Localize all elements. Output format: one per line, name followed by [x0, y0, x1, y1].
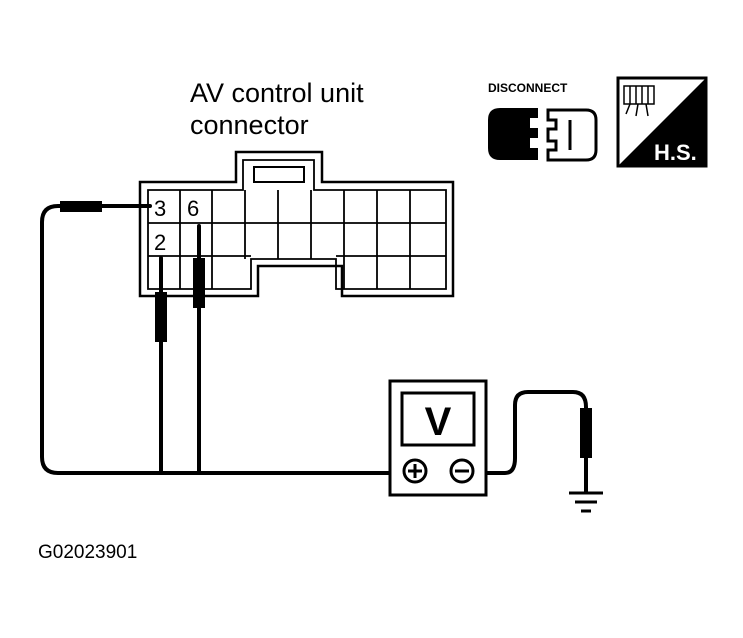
ground-icon	[569, 491, 603, 513]
pin-3-label: 3	[154, 196, 166, 221]
figure-code: G02023901	[38, 542, 137, 563]
disconnect-badge: DISCONNECT	[488, 81, 598, 162]
pin-2-label: 2	[154, 230, 166, 255]
meter-display	[400, 391, 476, 447]
hs-badge: H.S.	[616, 76, 708, 168]
wire-ground	[484, 390, 588, 494]
probe-pin-3	[60, 201, 102, 212]
probe-ground	[580, 408, 592, 458]
disconnect-connector-icon	[488, 108, 598, 162]
connector-pins-icon	[623, 85, 655, 117]
voltmeter: V	[388, 379, 488, 497]
wiring	[40, 204, 588, 494]
probe-pin-6	[193, 258, 205, 308]
wire-pin-3	[40, 204, 398, 475]
title-line-2: connector	[190, 110, 309, 140]
meter-label: V	[425, 400, 452, 444]
disconnect-label: DISCONNECT	[488, 81, 568, 95]
probes	[60, 201, 592, 458]
title-line-1: AV control unit	[190, 78, 364, 108]
av-control-unit-connector	[138, 150, 455, 298]
hs-label: H.S.	[654, 140, 697, 165]
probe-pin-2	[155, 292, 167, 342]
pin-6-label: 6	[187, 196, 199, 221]
